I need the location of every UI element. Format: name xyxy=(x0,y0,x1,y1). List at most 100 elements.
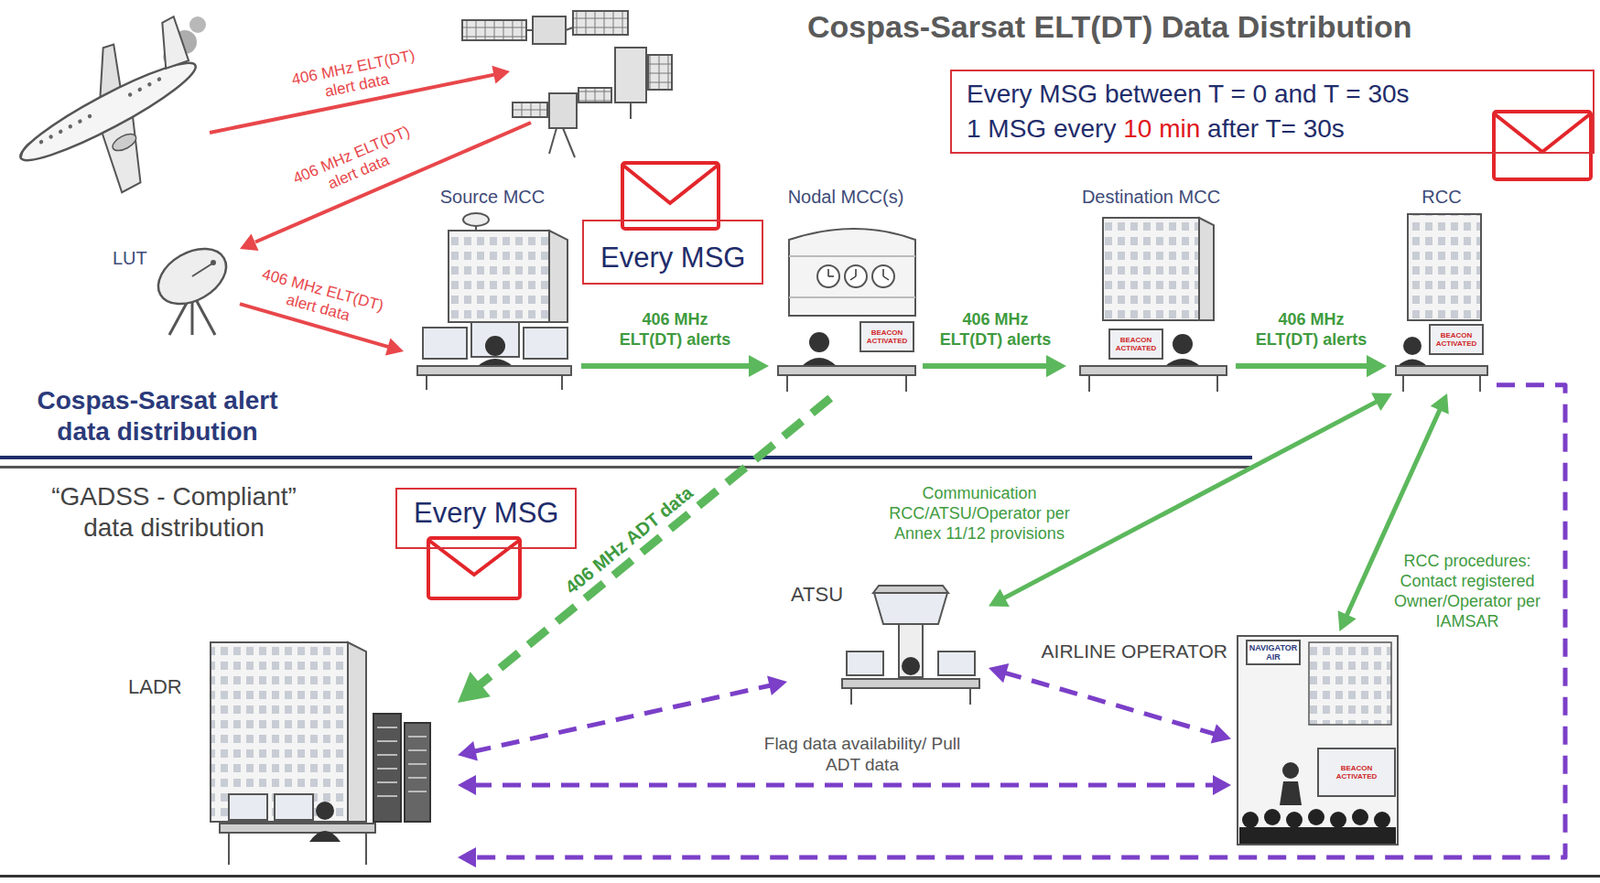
note-text: 10 min xyxy=(1123,114,1200,143)
satellite-illustration xyxy=(512,102,548,118)
section-heading: “GADSS - Compliant” data distribution xyxy=(36,481,312,544)
ladr-illustration xyxy=(274,794,314,821)
ladr-illustration xyxy=(404,723,431,822)
satellite-illustration xyxy=(648,54,672,90)
destination-mcc-illustration xyxy=(1172,334,1193,355)
airplane-illustration xyxy=(67,123,74,130)
atsu-tower-illustration xyxy=(898,624,923,678)
nodal-mcc-illustration xyxy=(786,375,789,392)
node-label: LUT xyxy=(112,248,148,270)
arrow-head xyxy=(385,337,404,356)
alert-flow-arrow xyxy=(922,355,1067,378)
source-mcc-illustration xyxy=(463,213,489,227)
edge-label: 406 MHz ELT(DT) alert data xyxy=(245,262,397,336)
ladr-building: LADR xyxy=(118,631,458,870)
airline-building-illustration xyxy=(1286,811,1303,829)
data-pull-arrow xyxy=(457,775,1232,796)
node-label: RCC xyxy=(1386,186,1497,208)
data-pull-arrow xyxy=(457,676,788,762)
airline-building-illustration xyxy=(1246,640,1300,665)
airline-building-illustration xyxy=(1308,809,1325,826)
airplane-illustration xyxy=(156,76,163,83)
alert-flow-arrow xyxy=(1235,355,1387,378)
rcc-illustration xyxy=(1403,336,1422,356)
section-separator xyxy=(0,455,1253,460)
link-label: 406 MHz ELT(DT) alert data xyxy=(281,118,431,209)
source-mcc-illustration xyxy=(422,327,467,359)
source-mcc-illustration xyxy=(425,375,428,390)
ladr-illustration xyxy=(210,642,348,822)
screen-text: BEACON ACTIVATED xyxy=(1110,335,1162,353)
nodal-mcc-illustration xyxy=(801,357,837,367)
airplane-illustration xyxy=(0,11,236,228)
airplane-illustration xyxy=(189,16,206,33)
airplane-illustration xyxy=(146,16,195,72)
destination-mcc-illustration xyxy=(1199,217,1214,321)
arrow-head xyxy=(1338,610,1357,632)
section-heading: Cospas-Sarsat alert data distribution xyxy=(15,385,300,448)
section-separator xyxy=(0,875,1600,878)
ladr-illustration xyxy=(219,823,376,833)
screen-text: BEACON ACTIVATED xyxy=(1430,331,1482,348)
nodal-mcc-illustration xyxy=(789,255,916,258)
ladr-illustration xyxy=(347,642,367,822)
atsu-tower-illustration xyxy=(901,657,920,676)
atsu-tower-illustration xyxy=(842,679,980,689)
message-label: Every MSG xyxy=(413,497,559,530)
nodal-mcc-illustration xyxy=(860,322,914,352)
forward-arrow xyxy=(457,385,1566,868)
destination-mcc-illustration xyxy=(1216,375,1219,392)
arrow-head xyxy=(1046,355,1067,378)
source-mcc-illustration xyxy=(448,230,550,323)
arrow-head xyxy=(1212,775,1232,796)
ladr-illustration xyxy=(365,832,368,865)
airline-building-illustration xyxy=(1329,811,1347,829)
data-pull-arrow xyxy=(988,663,1232,744)
arrow-head xyxy=(767,676,788,696)
source-mcc-illustration xyxy=(477,358,513,367)
message-envelope-icon xyxy=(622,164,719,204)
rcc-illustration xyxy=(1402,375,1405,392)
node-label: LADR xyxy=(128,675,183,700)
message-envelope-icon xyxy=(428,540,520,575)
airline-building-illustration xyxy=(1242,811,1259,829)
connector-line xyxy=(476,398,831,688)
source-mcc-illustration xyxy=(523,327,568,359)
atsu-tower-illustration xyxy=(969,688,972,705)
edge-label: 406 MHz ELT(DT) alerts xyxy=(933,309,1058,350)
airline-building-illustration xyxy=(1351,809,1369,826)
alert-data-arrow xyxy=(491,65,510,85)
node-label: ATSU xyxy=(790,583,844,607)
atsu-tower-illustration xyxy=(874,593,948,625)
node-label: AIRLINE OPERATOR xyxy=(1041,640,1228,663)
link-label: 406 MHz ELT(DT) alert data xyxy=(280,43,432,109)
node-label: Nodal MCC(s) xyxy=(768,186,923,208)
airline-building-illustration xyxy=(1237,636,1398,845)
destination-mcc-illustration xyxy=(1102,217,1200,321)
mcc-building: Destination MCC xyxy=(1066,183,1236,394)
source-mcc-illustration xyxy=(417,366,572,376)
lut-dish-illustration xyxy=(210,259,217,266)
nodal-mcc-illustration xyxy=(828,269,889,281)
nodal-mcc-illustration xyxy=(809,332,830,353)
lut-dish-illustration xyxy=(192,263,213,277)
satellite-illustration xyxy=(615,47,647,103)
satellite-illustration xyxy=(572,10,628,35)
edge-label: RCC procedures: Contact registered Owner… xyxy=(1388,551,1546,632)
note-line: Every MSG between T = 0 and T = 30s xyxy=(966,76,1579,112)
message-envelope-icon xyxy=(1493,113,1591,152)
arrow-head xyxy=(748,355,769,378)
arrow-head xyxy=(457,671,491,703)
section-separator xyxy=(0,455,1600,878)
airplane-illustration xyxy=(0,11,236,228)
connector-line xyxy=(1003,672,1216,736)
node-label: Destination MCC xyxy=(1066,186,1236,208)
diagram-title: Cospas-Sarsat ELT(DT) Data Distribution xyxy=(807,9,1413,45)
destination-mcc-illustration xyxy=(1088,375,1091,392)
satellite-illustration xyxy=(629,102,632,119)
building-sign: NAVIGATOR AIR xyxy=(1247,643,1299,662)
arrow-head xyxy=(1210,724,1232,744)
note-text: 1 MSG every xyxy=(966,114,1116,143)
arrow-head xyxy=(1366,355,1387,378)
